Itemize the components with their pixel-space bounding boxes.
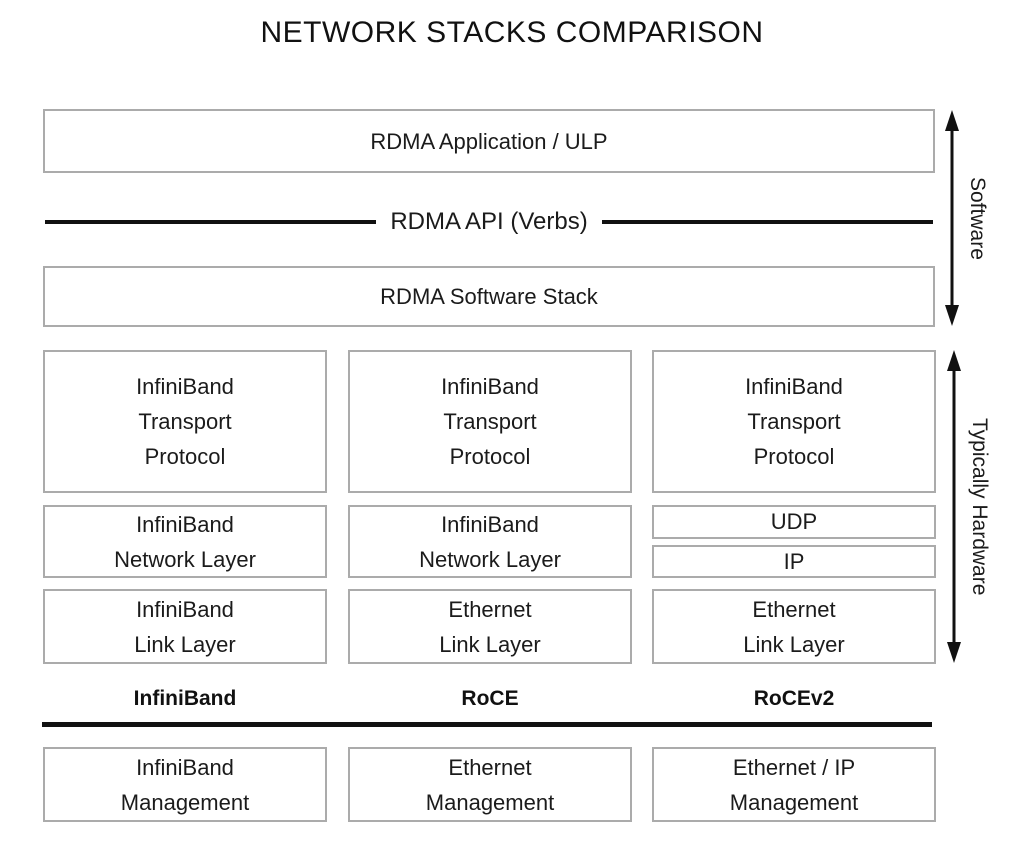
infiniband-management-box: InfiniBand Management: [43, 747, 327, 822]
software-side-label: Software: [966, 177, 989, 260]
software-range-arrow-icon: [945, 110, 959, 326]
ethernet-management-box: Ethernet Management: [348, 747, 632, 822]
infiniband-link-box: InfiniBand Link Layer: [43, 589, 327, 664]
column-label-rocev2: RoCEv2: [753, 687, 835, 710]
rocev2-link-box: Ethernet Link Layer: [652, 589, 936, 664]
management-separator-line: [42, 722, 932, 727]
roce-transport-box: InfiniBand Transport Protocol: [348, 350, 632, 493]
column-label-roce: RoCE: [461, 687, 519, 710]
infiniband-transport-box: InfiniBand Transport Protocol: [43, 350, 327, 493]
roce-link-box: Ethernet Link Layer: [348, 589, 632, 664]
column-label-infiniband: InfiniBand: [133, 687, 237, 710]
rdma-application-box: RDMA Application / ULP: [43, 109, 935, 173]
divider-line-right: [601, 220, 934, 224]
rocev2-ip-box: IP: [652, 545, 936, 578]
infiniband-network-box: InfiniBand Network Layer: [43, 505, 327, 578]
ethernet-ip-management-box: Ethernet / IP Management: [652, 747, 936, 822]
rocev2-udp-box: UDP: [652, 505, 936, 539]
divider-line-left: [45, 220, 377, 224]
page-title: NETWORK STACKS COMPARISON: [260, 16, 764, 49]
rdma-software-stack-box: RDMA Software Stack: [43, 266, 935, 327]
rdma-api-divider: RDMA API (Verbs): [45, 204, 934, 240]
rocev2-transport-box: InfiniBand Transport Protocol: [652, 350, 936, 493]
roce-network-box: InfiniBand Network Layer: [348, 505, 632, 578]
hardware-range-arrow-icon: [947, 350, 961, 663]
rdma-api-label: RDMA API (Verbs): [390, 208, 588, 235]
hardware-side-label: Typically Hardware: [968, 417, 991, 596]
